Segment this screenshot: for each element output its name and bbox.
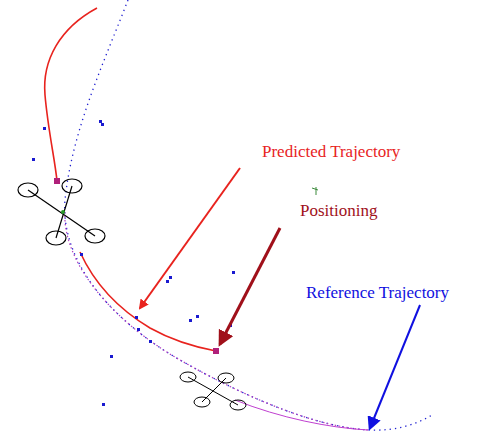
reference-curve bbox=[65, 0, 432, 430]
predicted-curve bbox=[45, 8, 97, 181]
callout-label: Reference Trajectory bbox=[306, 284, 449, 301]
position-marker bbox=[213, 348, 219, 354]
traveled-path bbox=[65, 212, 370, 430]
position-marker bbox=[54, 178, 60, 184]
traveled-path-solid bbox=[235, 400, 368, 430]
leader-arrow bbox=[140, 168, 240, 308]
landmark-points bbox=[32, 120, 235, 406]
quadrotor-symbol bbox=[18, 179, 105, 245]
leader-arrow bbox=[370, 305, 420, 428]
quadrotor-symbol bbox=[180, 372, 246, 410]
small-mark bbox=[312, 187, 318, 195]
callout-label: Predicted Trajectory bbox=[262, 143, 400, 160]
callout-label: Positioning bbox=[300, 202, 377, 219]
leader-arrow bbox=[220, 228, 280, 344]
predicted-curve bbox=[80, 252, 216, 351]
